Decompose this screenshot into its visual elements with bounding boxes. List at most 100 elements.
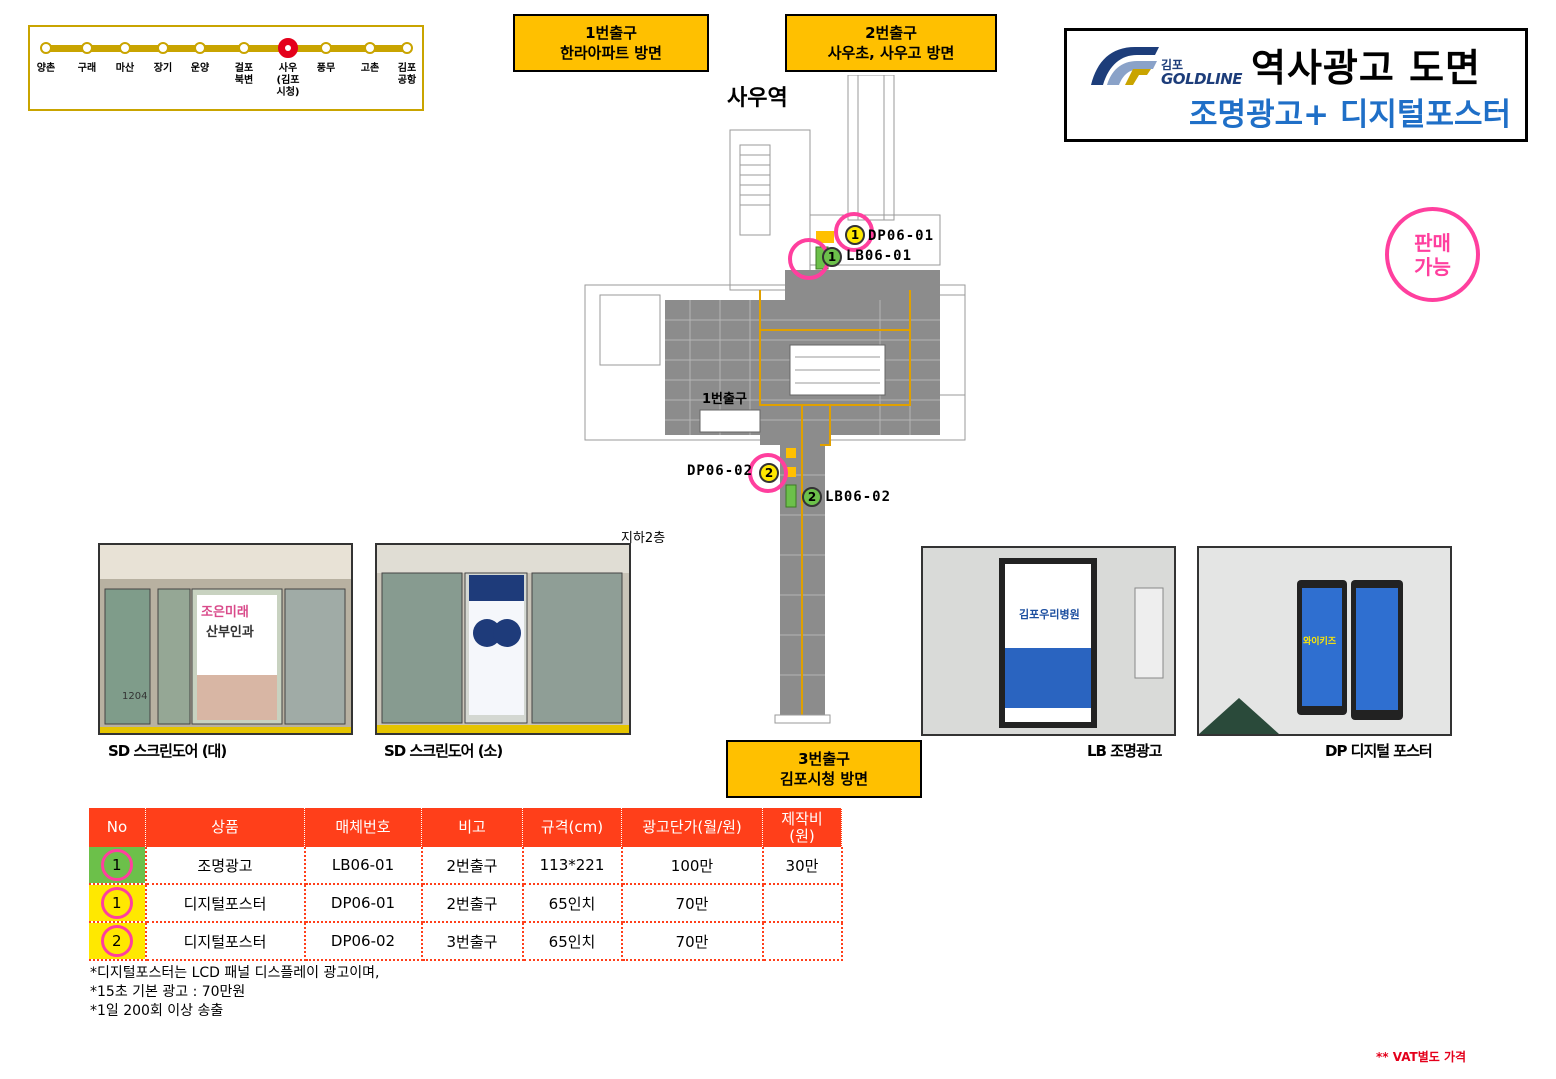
station-name-label: 구래 (77, 63, 97, 74)
exit-3-box: 3번출구 김포시청 방면 (726, 740, 922, 798)
exit-1-title: 1번출구 (585, 24, 637, 42)
logo-text-korean: 김포 (1161, 58, 1184, 72)
sale-available-badge: 판매 가능 (1385, 207, 1480, 302)
highlight-circle (748, 453, 788, 493)
header-product: 상품 (145, 808, 305, 847)
cell-price: 70만 (621, 884, 764, 923)
station-name-label: 사우 (김포 시청) (276, 63, 300, 98)
exit-1-direction: 한라아파트 방면 (560, 44, 662, 62)
header-code: 매체번호 (304, 808, 422, 847)
cell-prod-cost (762, 922, 843, 961)
station-dot (238, 42, 250, 54)
cell-code: DP06-01 (304, 884, 423, 923)
station-dot (401, 42, 413, 54)
station-name-label: 고촌 (360, 63, 380, 74)
marker-label-dp06-01: DP06-01 (868, 228, 935, 244)
price-table: No 상품 매체번호 비고 규격(cm) 광고단가(월/원) 제작비 (원) 1… (89, 808, 843, 961)
car-number: 1204 (122, 691, 148, 702)
caption-light-box: LB 조명광고 (1087, 742, 1162, 760)
exit-1-box: 1번출구 한라아파트 방면 (513, 14, 709, 72)
lb-ad-text: 김포우리병원 (1019, 608, 1080, 621)
caption-screen-door-large: SD 스크린도어 (대) (108, 742, 227, 760)
dp-marker-rect (816, 231, 834, 243)
station-dot (364, 42, 376, 54)
note-line: *디지털포스터는 LCD 패널 디스플레이 광고이며, (90, 965, 380, 981)
cell-product: 조명광고 (145, 847, 306, 885)
cell-product: 디지털포스터 (145, 884, 306, 923)
station-name-label: 마산 (115, 63, 135, 74)
cell-note: 2번출구 (421, 884, 524, 923)
header-no: No (89, 808, 146, 847)
page-title: 역사광고 도면 (1251, 46, 1481, 90)
row-number-circle: 1 (100, 849, 133, 881)
cell-prod-cost (762, 884, 843, 923)
cell-no: 1 (89, 847, 147, 885)
logo-text-english: GOLDLINE (1161, 70, 1243, 88)
marker-label-dp06-02: DP06-02 (687, 463, 754, 479)
cell-prod-cost: 30만 (762, 847, 843, 885)
lb-marker-rect (785, 484, 797, 508)
exit-2-direction: 사우초, 사우고 방면 (827, 44, 955, 62)
header-size: 규격(cm) (522, 808, 622, 847)
station-dot (320, 42, 332, 54)
station-dot (194, 42, 206, 54)
vat-note: ** VAT별도 가격 (1376, 1050, 1467, 1064)
header-price: 광고단가(월/원) (621, 808, 763, 847)
current-station-dot (278, 38, 298, 58)
station-dot (157, 42, 169, 54)
ad-text-2: 산부인과 (206, 625, 254, 640)
cell-size: 65인치 (522, 884, 623, 923)
marker-label-lb06-02: LB06-02 (825, 489, 892, 505)
row-number-circle: 2 (100, 925, 133, 957)
floor-plan (584, 75, 966, 724)
page-subtitle: 조명광고+ 디지털포스터 (1189, 97, 1511, 133)
station-name-label: 걸포 북변 (234, 63, 254, 86)
highlight-circle (834, 212, 874, 252)
dp-ad-text: 와이키즈 (1303, 637, 1337, 647)
station-dot (81, 42, 93, 54)
cell-note: 3번출구 (421, 922, 524, 961)
cell-note: 2번출구 (421, 847, 524, 885)
notes: *디지털포스터는 LCD 패널 디스플레이 광고이며, *15초 기본 광고 :… (90, 964, 379, 1021)
cell-code: DP06-02 (304, 922, 423, 961)
station-dot (119, 42, 131, 54)
marker-number-lb: 1 (822, 247, 842, 267)
table-header-row: No 상품 매체번호 비고 규격(cm) 광고단가(월/원) 제작비 (원) (89, 808, 842, 847)
photo-light-box: 김포우리병원 (921, 546, 1176, 736)
title-box: 김포 GOLDLINE 역사광고 도면 조명광고+ 디지털포스터 (1064, 28, 1528, 142)
row-number-circle: 1 (100, 887, 133, 919)
marker-number-dp: 1 (845, 225, 865, 245)
photo-screen-door-small (375, 543, 631, 735)
cell-size: 65인치 (522, 922, 623, 961)
exit-3-direction: 김포시청 방면 (779, 770, 869, 788)
cell-code: LB06-01 (304, 847, 423, 885)
note-line: *1일 200회 이상 송출 (90, 1003, 224, 1019)
cell-size: 113*221 (522, 847, 623, 885)
station-name-label: 장기 (153, 63, 173, 74)
floor-label: 지하2층 (621, 531, 666, 546)
ad-text-1: 조은미래 (201, 605, 249, 620)
note-line: *15초 기본 광고 : 70만원 (90, 984, 246, 1000)
exit-3-title: 3번출구 (798, 750, 850, 768)
marker-label-lb06-01: LB06-01 (846, 248, 913, 264)
line-bar (44, 45, 410, 52)
marker-number-lb: 2 (802, 487, 822, 507)
cell-product: 디지털포스터 (145, 922, 306, 961)
exit-2-title: 2번출구 (865, 24, 917, 42)
cell-no: 1 (89, 884, 147, 923)
photo-screen-door-large: 조은미래 산부인과 1204 (98, 543, 353, 735)
station-name-label: 김포 공항 (397, 63, 417, 86)
goldline-logo-icon (1091, 47, 1159, 85)
cell-price: 100만 (621, 847, 764, 885)
header-production-cost: 제작비 (원) (762, 808, 842, 847)
station-name-label: 운양 (190, 63, 210, 74)
station-dot (40, 42, 52, 54)
exit-2-box: 2번출구 사우초, 사우고 방면 (785, 14, 997, 72)
caption-digital-poster: DP 디지털 포스터 (1325, 742, 1433, 760)
header-note: 비고 (421, 808, 523, 847)
station-name: 사우역 (727, 86, 788, 111)
